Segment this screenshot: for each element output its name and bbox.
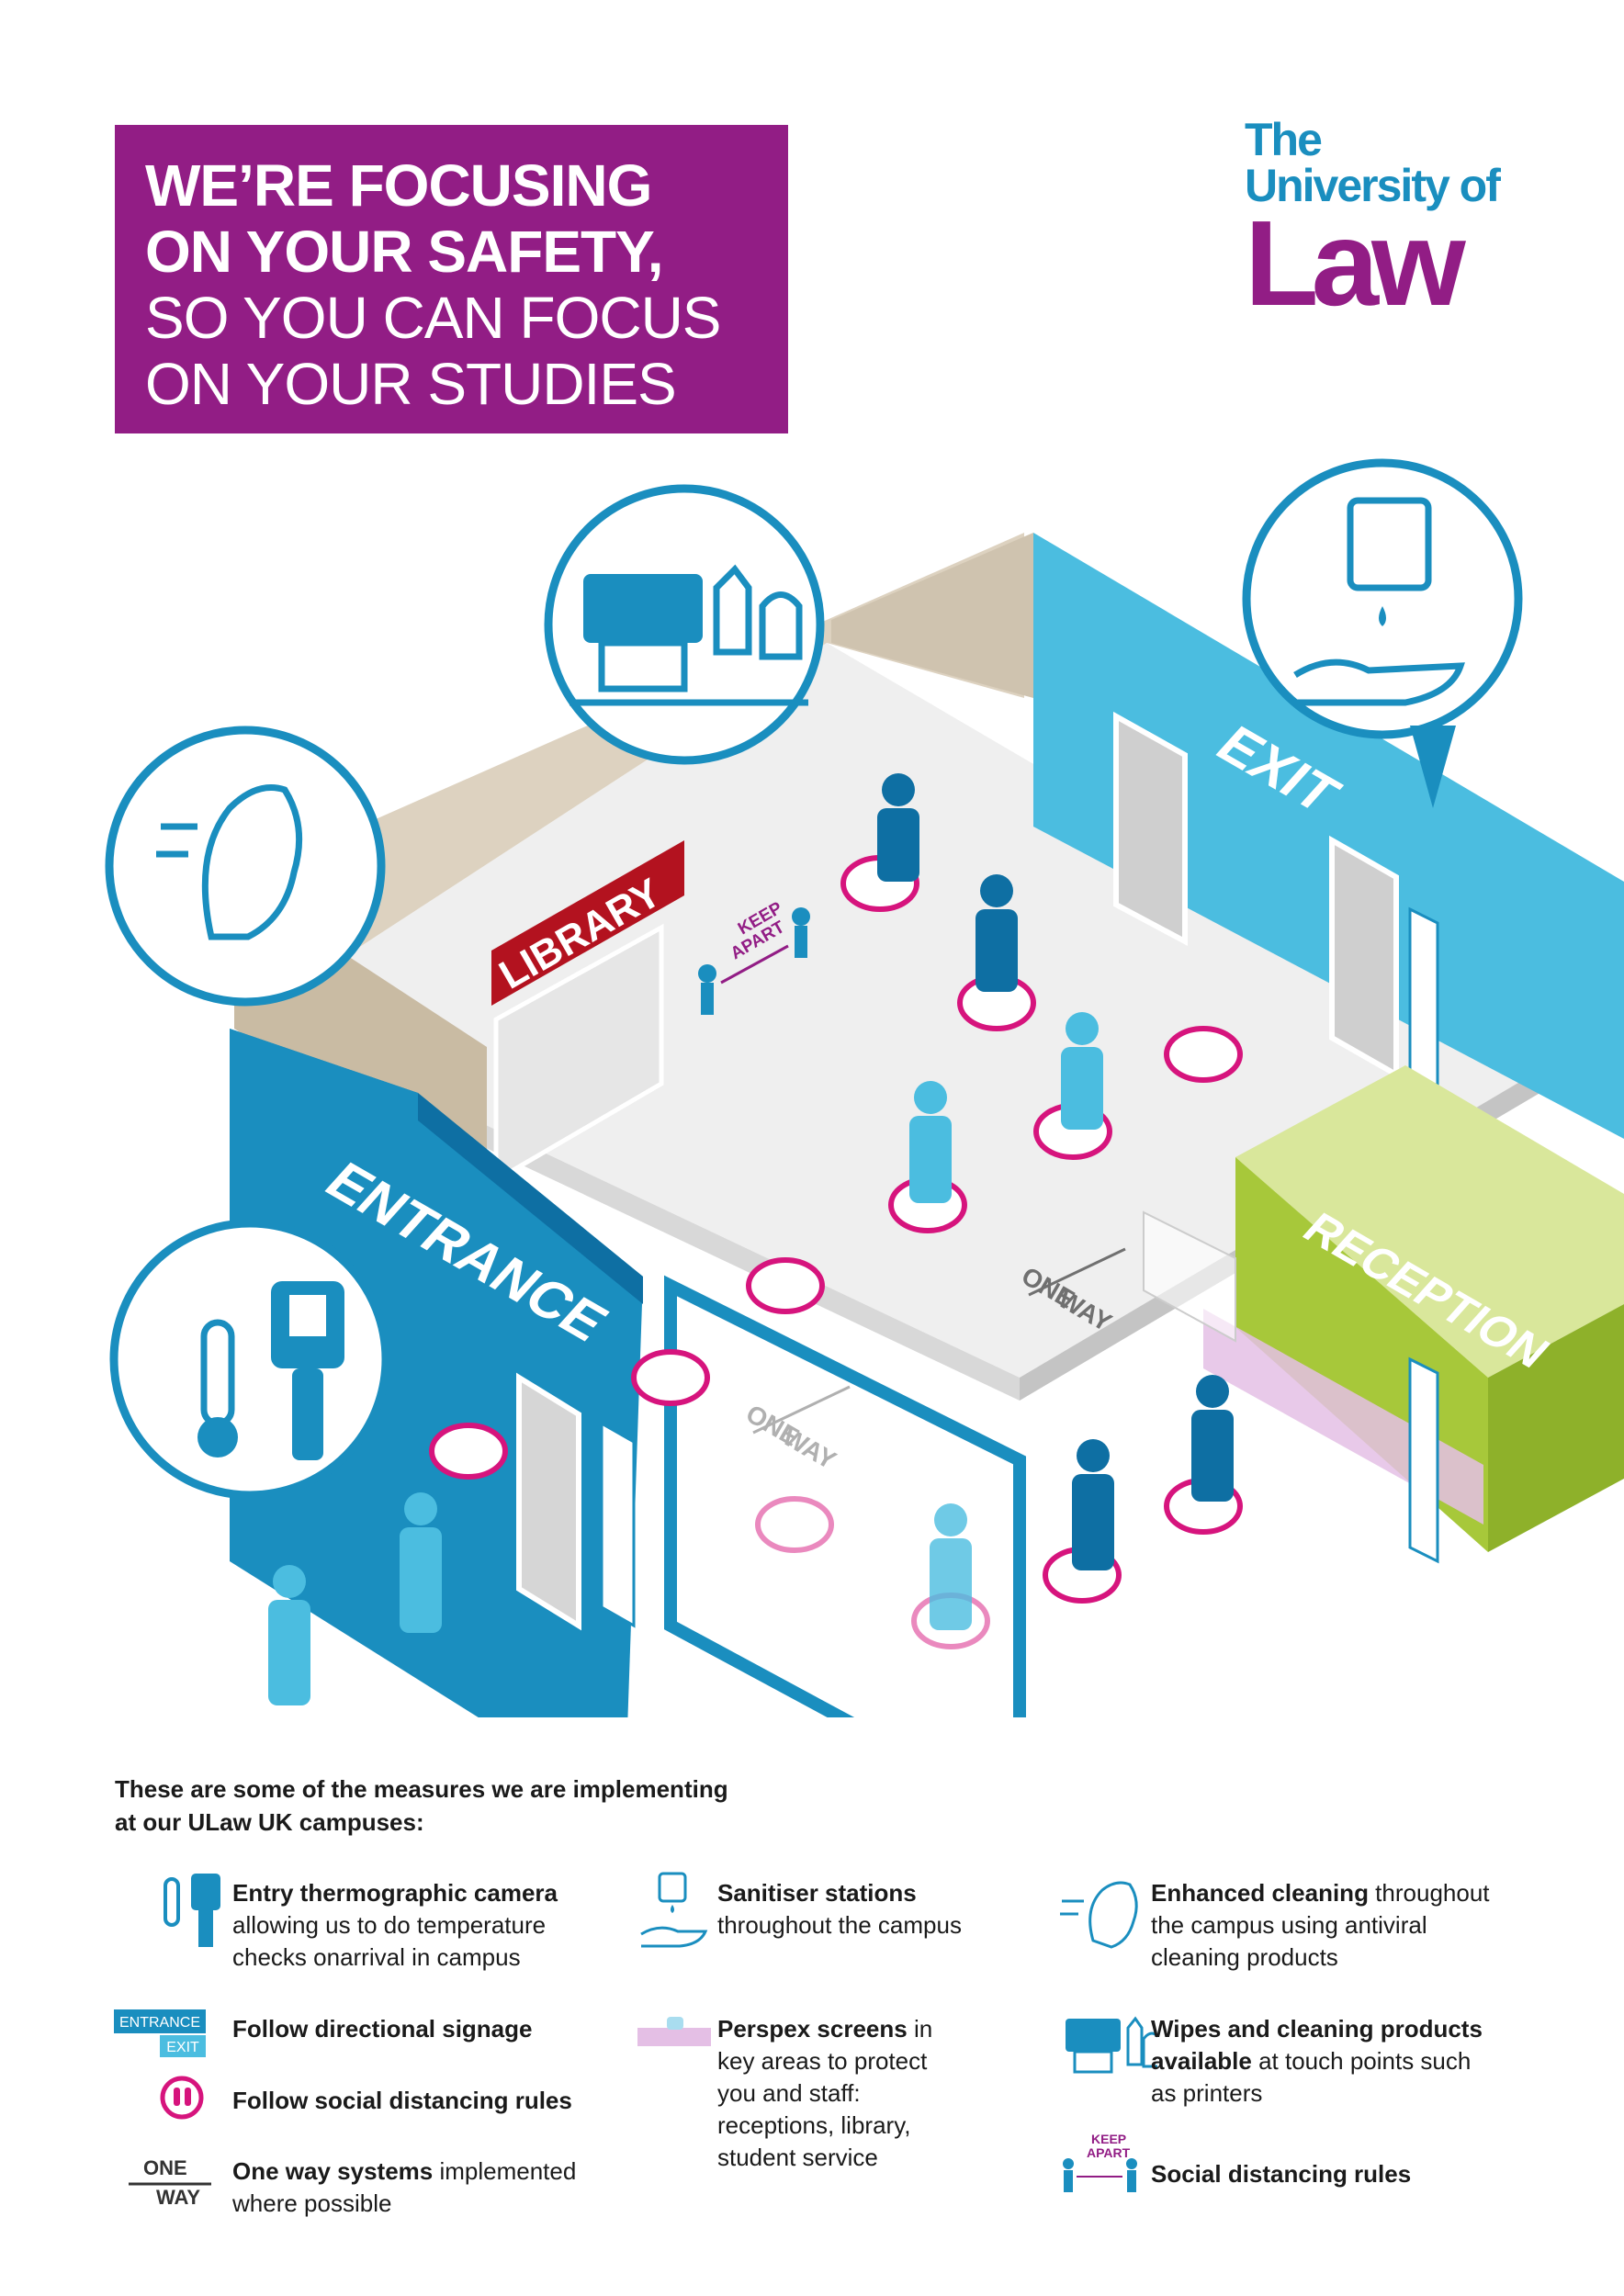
measure-icons-col3: KEEP APART (1060, 1881, 1157, 2192)
headline-line-1: WE’RE FOCUSING (145, 152, 652, 219)
svg-text:KEEP: KEEP (1091, 2132, 1126, 2146)
svg-text:ENTRANCE: ENTRANCE (119, 2015, 200, 2031)
university-logo: The University of Law (1245, 114, 1539, 331)
person-figure (268, 773, 1234, 1705)
logo-law: Law (1245, 196, 1466, 331)
campus-illustration: EXIT LIBRARY KEEP APART ENTRANCE RECEPTI… (105, 458, 1624, 1717)
svg-text:ONE: ONE (143, 2156, 187, 2179)
logo-the: The (1245, 114, 1323, 165)
cleaning-callout (105, 726, 386, 1007)
svg-text:WAY: WAY (156, 2186, 200, 2209)
printer-cleaning-icon (1066, 2016, 1157, 2074)
measure-icons-col1: ENTRANCE EXIT ONE WAY (114, 1874, 220, 2209)
headline-line-2: ON YOUR SAFETY, (145, 219, 663, 285)
measure-signage: Follow directional signage (232, 2015, 533, 2043)
svg-text:EXIT: EXIT (166, 2040, 199, 2055)
footprints-icon (160, 2076, 204, 2120)
headline-line-4: ON YOUR STUDIES (145, 351, 677, 417)
sanitiser-icon (640, 1872, 708, 1948)
measure-perspex: Perspex screens in key areas to protect … (717, 2015, 933, 2171)
headline-banner: WE’RE FOCUSING ON YOUR SAFETY, SO YOU CA… (115, 125, 788, 433)
measure-cleaning: Enhanced cleaning throughout the campus … (1151, 1879, 1490, 1971)
one-way-icon: ONE WAY (129, 2156, 211, 2209)
measure-distancing: Follow social distancing rules (232, 2087, 572, 2114)
exit-door (1113, 711, 1188, 946)
keep-apart-icon: KEEP APART (1063, 2132, 1137, 2192)
distancing-floor-marker (429, 855, 1243, 1649)
headline-line-3: SO YOU CAN FOCUS (145, 285, 721, 351)
measure-thermographic: Entry thermographic camera allowing us t… (232, 1879, 558, 1971)
measures-intro: These are some of the measures we are im… (115, 1775, 728, 1836)
measure-icons-col2 (637, 1872, 711, 2046)
entrance-door (516, 1372, 581, 1631)
thermographic-callout (109, 1219, 390, 1500)
printer-callout (544, 484, 825, 765)
measure-social-distancing: Social distancing rules (1151, 2160, 1412, 2188)
entrance-exit-badge: ENTRANCE EXIT (114, 2009, 206, 2057)
perspex-screen-icon (637, 2017, 711, 2046)
wiping-hand-icon (1060, 1881, 1138, 1949)
exit-wall (1033, 533, 1624, 1139)
measure-wipes: Wipes and cleaning products available at… (1151, 2015, 1483, 2107)
svg-text:APART: APART (1087, 2145, 1131, 2160)
thermometer-camera-icon (164, 1874, 220, 1947)
campus-floor (234, 643, 1548, 1378)
measure-sanitiser: Sanitiser stations throughout the campus (717, 1879, 962, 1939)
measure-one-way: One way systems implemented where possib… (232, 2157, 577, 2217)
library-sign (491, 840, 684, 1006)
logo-university-of: University of (1245, 160, 1501, 211)
sanitiser-callout (1242, 458, 1523, 808)
